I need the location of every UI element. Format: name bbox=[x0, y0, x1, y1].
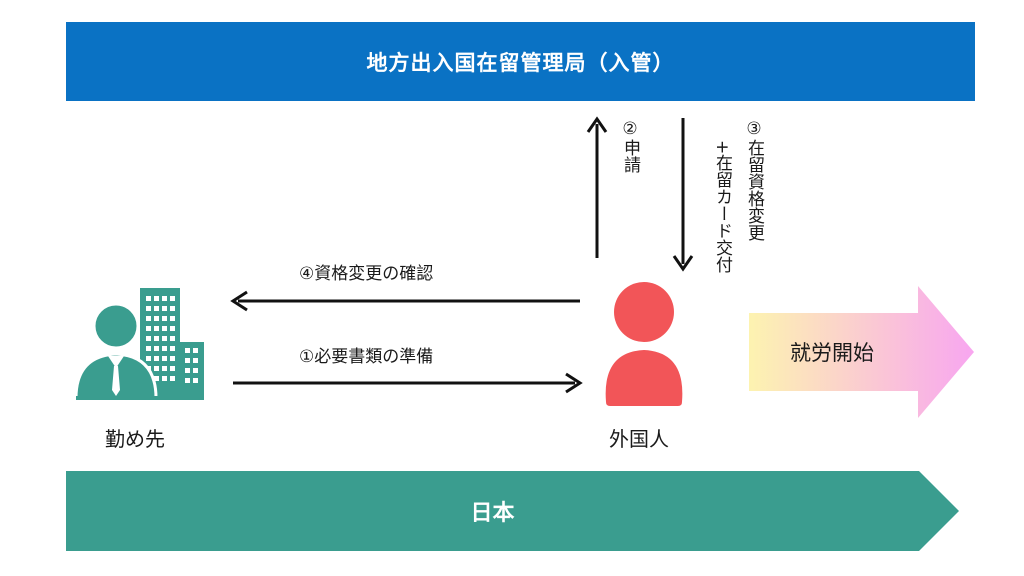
office-worker-building-icon bbox=[74, 288, 204, 400]
arrow-step1-head bbox=[565, 372, 583, 394]
arrow-step4-head bbox=[230, 290, 248, 312]
start-work-label: 就労開始 bbox=[790, 341, 874, 365]
step3-label-line2: +在留カード交付 bbox=[712, 140, 732, 274]
step1-label: ①必要書類の準備 bbox=[299, 347, 434, 367]
immigration-bureau-banner: 地方出入国在留管理局（入管） bbox=[66, 22, 975, 101]
arrow-step3-head bbox=[672, 255, 694, 272]
immigration-bureau-label: 地方出入国在留管理局（入管） bbox=[366, 50, 675, 75]
japan-banner: 日本 bbox=[66, 471, 959, 551]
person-icon bbox=[605, 282, 683, 406]
employer-label: 勤め先 bbox=[105, 427, 165, 451]
arrow-step2-head bbox=[586, 116, 608, 133]
start-work-arrow bbox=[749, 286, 974, 418]
japan-label: 日本 bbox=[470, 501, 515, 526]
step2-label: ②申請 bbox=[620, 119, 640, 173]
step3-label-line1: ③在留資格変更 bbox=[744, 119, 764, 241]
japan-banner-shape bbox=[66, 471, 959, 551]
step4-label: ④資格変更の確認 bbox=[299, 264, 434, 284]
foreigner-label: 外国人 bbox=[609, 427, 669, 451]
